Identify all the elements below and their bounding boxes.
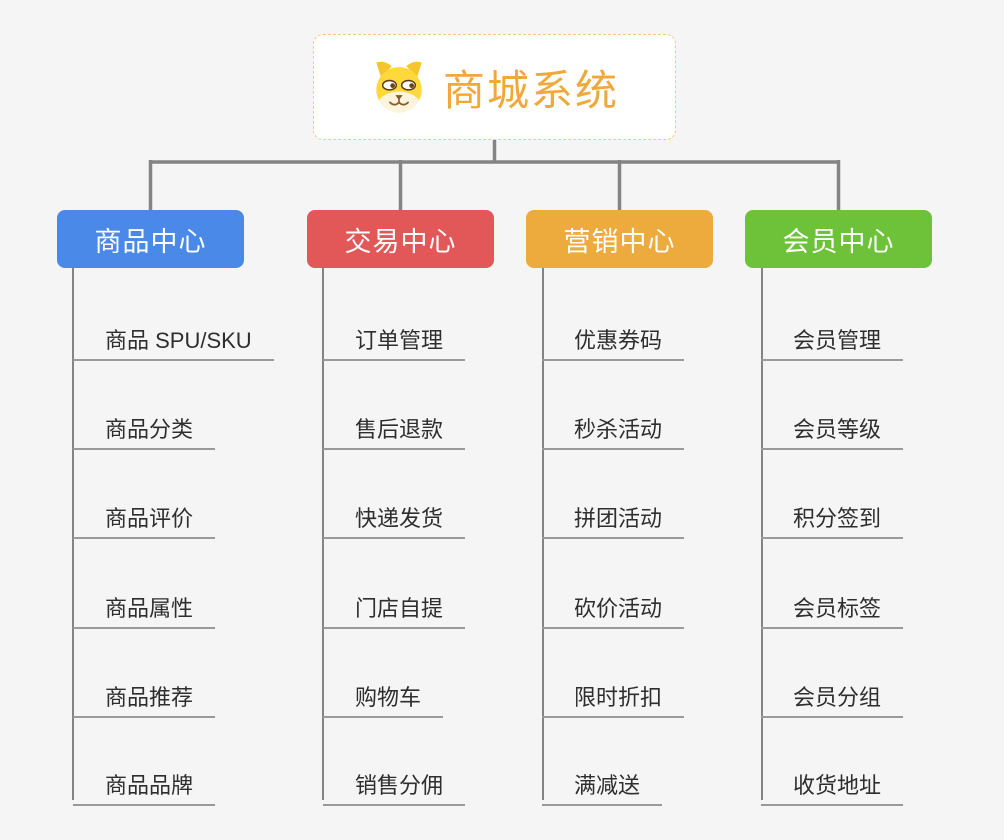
leaf-node[interactable]: 秒杀活动 xyxy=(542,400,685,450)
leaf-node[interactable]: 限时折扣 xyxy=(542,668,685,718)
leaf-node[interactable]: 售后退款 xyxy=(323,400,466,450)
leaf-node[interactable]: 商品推荐 xyxy=(73,668,216,718)
leaf-node[interactable]: 砍价活动 xyxy=(542,579,685,629)
leaf-node[interactable]: 拼团活动 xyxy=(542,489,685,539)
leaf-node[interactable]: 会员标签 xyxy=(761,579,904,629)
branch-member-center: 会员中心 会员管理 会员等级 积分签到 会员标签 会员分组 收货地址 xyxy=(745,210,932,840)
leaf-node[interactable]: 商品属性 xyxy=(73,579,216,629)
root-title: 商城系统 xyxy=(442,66,619,114)
leaf-node[interactable]: 销售分佣 xyxy=(323,756,466,806)
leaf-node[interactable]: 商品品牌 xyxy=(73,756,216,806)
leaf-node[interactable]: 商品分类 xyxy=(73,400,216,450)
branch-product-center: 商品中心 商品 SPU/SKU 商品分类 商品评价 商品属性 商品推荐 商品品牌 xyxy=(57,210,274,840)
leaf-node[interactable]: 订单管理 xyxy=(323,311,466,361)
leaf-node[interactable]: 门店自提 xyxy=(323,579,466,629)
branch-trade-center: 交易中心 订单管理 售后退款 快递发货 门店自提 购物车 销售分佣 xyxy=(307,210,494,840)
leaf-node[interactable]: 购物车 xyxy=(323,668,444,718)
leaf-node[interactable]: 商品 SPU/SKU xyxy=(73,311,274,361)
leaf-node[interactable]: 会员管理 xyxy=(761,311,904,361)
leaf-node[interactable]: 优惠券码 xyxy=(542,311,685,361)
leaf-node[interactable]: 商品评价 xyxy=(73,489,216,539)
leaf-node[interactable]: 会员分组 xyxy=(761,668,904,718)
branch-marketing-center: 营销中心 优惠券码 秒杀活动 拼团活动 砍价活动 限时折扣 满减送 xyxy=(526,210,713,840)
dog-face-icon xyxy=(376,61,422,113)
leaf-node[interactable]: 满减送 xyxy=(542,756,663,806)
leaf-node[interactable]: 积分签到 xyxy=(761,489,904,539)
root-node[interactable]: 商城系统 xyxy=(313,34,676,140)
branch-node-product[interactable]: 商品中心 xyxy=(57,210,244,268)
leaf-node[interactable]: 会员等级 xyxy=(761,400,904,450)
branch-node-marketing[interactable]: 营销中心 xyxy=(526,210,713,268)
leaf-node[interactable]: 收货地址 xyxy=(761,756,904,806)
branch-node-trade[interactable]: 交易中心 xyxy=(307,210,494,268)
branch-node-member[interactable]: 会员中心 xyxy=(745,210,932,268)
leaf-node[interactable]: 快递发货 xyxy=(323,489,466,539)
